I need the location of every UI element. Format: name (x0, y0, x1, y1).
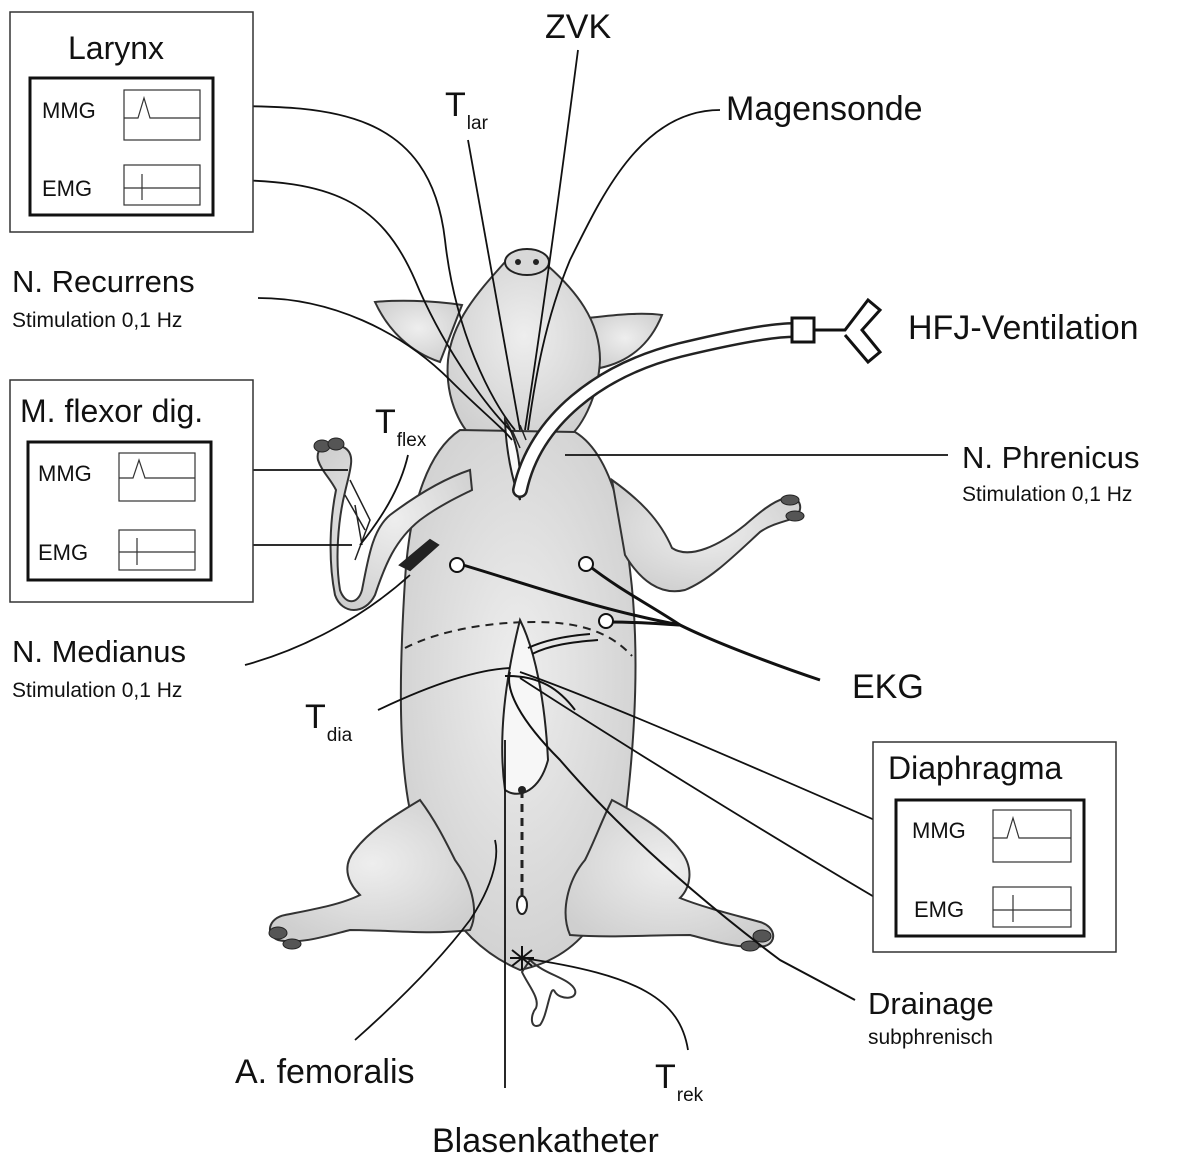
drainage-label: Drainage (868, 988, 994, 1019)
diaphragma-emg-label: EMG (914, 899, 964, 921)
larynx-title: Larynx (68, 32, 164, 64)
phrenicus-label: N. Phrenicus (962, 442, 1139, 473)
t-dia-label: Tdia (305, 700, 352, 745)
recurrens-stim-label: Stimulation 0,1 Hz (12, 310, 182, 331)
larynx-emg-label: EMG (42, 178, 92, 200)
diaphragma-emg-trace (993, 887, 1071, 927)
flexor-mmg-label: MMG (38, 463, 92, 485)
hfj-label: HFJ-Ventilation (908, 311, 1139, 345)
medianus-stim-label: Stimulation 0,1 Hz (12, 680, 182, 701)
catheter-tip (518, 786, 526, 794)
medianus-label: N. Medianus (12, 636, 186, 667)
t-rek-label: Trek (655, 1060, 703, 1105)
recurrens-label: N. Recurrens (12, 266, 195, 297)
diaphragma-title: Diaphragma (888, 752, 1062, 784)
flexor-mmg-trace (119, 453, 195, 501)
t-flex-label: Tflex (375, 405, 426, 450)
flexor-emg-trace (119, 530, 195, 570)
t-lar-label: Tlar (445, 88, 488, 133)
larynx-mmg-label: MMG (42, 100, 96, 122)
diaphragma-mmg-trace (993, 810, 1071, 862)
pig-snout (505, 249, 549, 275)
larynx-emg-trace (124, 165, 200, 205)
flexor-title: M. flexor dig. (20, 395, 203, 427)
drainage-note-label: subphrenisch (868, 1027, 993, 1048)
blasenkatheter-label: Blasenkatheter (432, 1124, 659, 1158)
femoralis-label: A. femoralis (235, 1055, 415, 1089)
diaphragma-mmg-label: MMG (912, 820, 966, 842)
zvk-label: ZVK (545, 10, 611, 44)
magensonde-label: Magensonde (726, 92, 923, 126)
bladder (517, 896, 527, 914)
larynx-mmg-trace (124, 90, 200, 140)
phrenicus-stim-label: Stimulation 0,1 Hz (962, 484, 1132, 505)
ekg-label: EKG (852, 670, 924, 704)
flexor-emg-label: EMG (38, 542, 88, 564)
